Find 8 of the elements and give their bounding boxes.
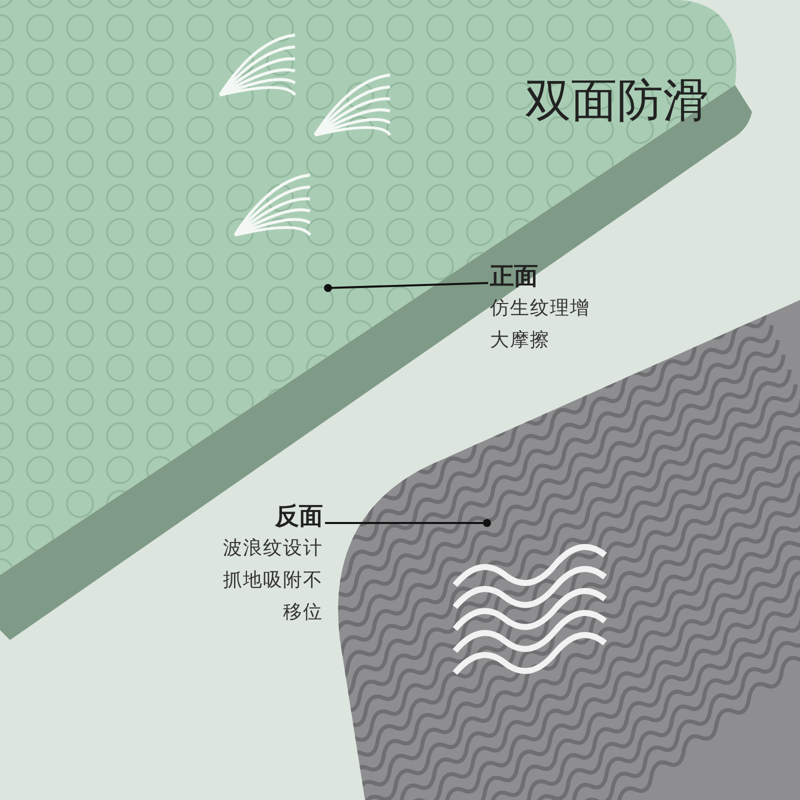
bath-mat-drawing bbox=[338, 300, 800, 800]
callout-text: 仿生纹理增大摩擦 bbox=[490, 296, 590, 353]
callout-heading: 反面 bbox=[274, 501, 323, 532]
callout-text: 波浪纹设计抓地吸附不移位 bbox=[222, 536, 323, 625]
title: 双面防滑 bbox=[525, 72, 709, 129]
leader-line bbox=[324, 282, 488, 292]
callout-heading: 正面 bbox=[490, 261, 539, 292]
leader-line bbox=[325, 519, 491, 527]
